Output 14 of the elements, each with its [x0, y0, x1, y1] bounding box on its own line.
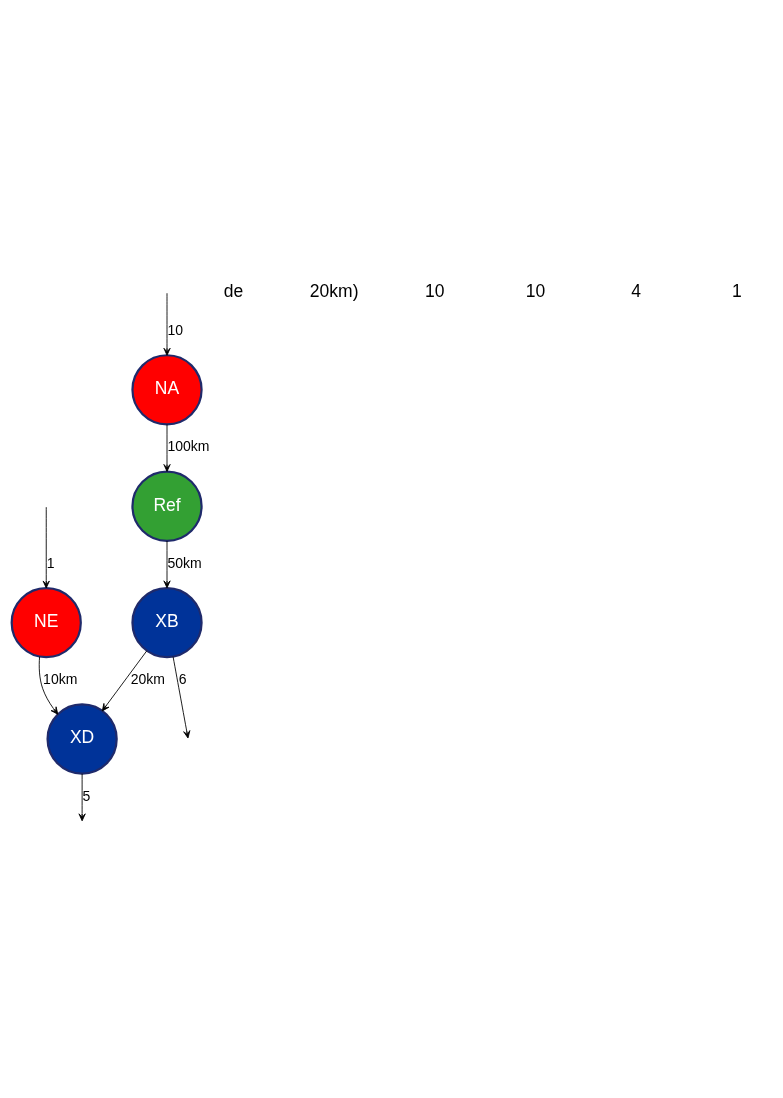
label: 4: [631, 280, 641, 301]
label: 10: [525, 280, 546, 301]
edge-label: 100km: [167, 438, 210, 455]
label: 20km): [309, 280, 359, 301]
edge-label: 20km: [130, 671, 165, 688]
label: de: [223, 280, 244, 301]
edge-label: 1: [46, 554, 55, 571]
label: 10: [425, 280, 445, 301]
edge-label: 50km: [167, 554, 202, 571]
label: 1: [731, 280, 742, 301]
edge-label: 6: [178, 671, 187, 688]
edge-label: 10km: [43, 671, 78, 688]
edge-label: 5: [82, 787, 91, 804]
edge-label: 10: [167, 321, 184, 338]
